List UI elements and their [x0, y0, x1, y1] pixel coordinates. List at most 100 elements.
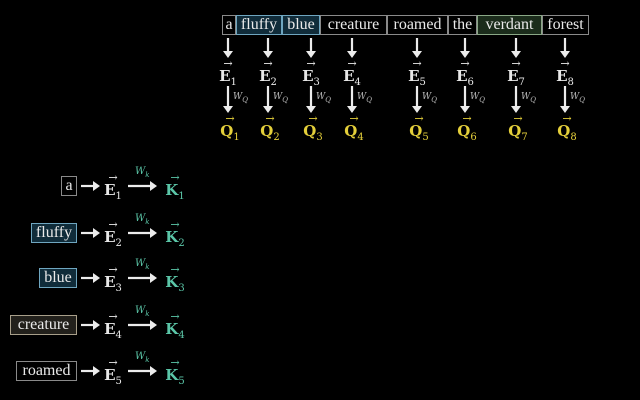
token-to-embedding-arrow: [412, 38, 422, 58]
embedding-vector-2: →E2: [255, 57, 281, 91]
key-weight-label: Wk: [135, 213, 150, 226]
vector-symbol: Q: [557, 122, 571, 140]
vector-symbol: Q: [508, 122, 522, 140]
key-vector-1: →K1: [162, 172, 188, 205]
vector-symbol: E: [104, 273, 116, 291]
vector-symbol: Q: [260, 122, 274, 140]
embedding-to-query-arrow: [306, 86, 316, 113]
vector-subscript: 1: [233, 132, 240, 143]
vector-subscript: 2: [273, 132, 280, 143]
token-a: a: [222, 15, 236, 35]
query-weight-label: WQ: [316, 92, 332, 104]
vector-symbol: E: [556, 67, 568, 85]
vector-symbol: Q: [457, 122, 471, 140]
left-embedding-vector-1: →E1: [100, 172, 126, 205]
token-to-embedding-arrow: [560, 38, 570, 58]
embedding-to-query-arrow: [511, 86, 521, 113]
vector-symbol: K: [165, 273, 179, 291]
vector-subscript: 1: [115, 191, 122, 202]
vector-arrow-accent: →: [170, 218, 180, 231]
embedding-vector-5: →E5: [404, 58, 430, 91]
token-to-embedding-arrow: [347, 38, 357, 58]
token-to-embedding-arrow: [263, 38, 273, 58]
vector-subscript: 7: [521, 132, 528, 143]
embedding-vector-3: →E3: [298, 58, 324, 91]
vector-subscript: 2: [178, 238, 185, 249]
left-embedding-vector-5: →E5: [100, 356, 126, 390]
embedding-vector-1: →E1: [215, 58, 241, 91]
vector-symbol: K: [165, 366, 179, 384]
token-to-embedding-arrow: [81, 366, 100, 376]
vector-symbol: E: [104, 228, 116, 246]
vector-arrow-accent: →: [265, 112, 275, 125]
key-vector-5: →K5: [162, 356, 188, 390]
token-verdant: verdant: [477, 15, 542, 35]
vector-symbol: E: [507, 67, 519, 85]
key-weight-label: Wk: [135, 305, 150, 318]
embedding-to-key-arrow: [128, 366, 157, 376]
embedding-to-query-arrow: [560, 86, 570, 113]
vector-subscript: 5: [178, 376, 185, 387]
token-to-embedding-arrow: [81, 181, 100, 191]
vector-symbol: E: [456, 67, 468, 85]
token-the: the: [448, 15, 477, 35]
token-to-embedding-arrow: [511, 38, 521, 58]
vector-subscript: 1: [178, 191, 185, 202]
vector-subscript: 4: [178, 330, 185, 341]
token-to-embedding-arrow: [306, 38, 316, 58]
token-creature: creature: [320, 15, 387, 35]
embedding-to-query-arrow: [263, 86, 273, 113]
vector-symbol: Q: [220, 122, 234, 140]
query-vector-4: →Q4: [341, 113, 367, 146]
query-weight-label: WQ: [470, 92, 486, 104]
embedding-to-query-arrow: [412, 86, 422, 113]
embedding-to-query-arrow: [460, 86, 470, 113]
vector-arrow-accent: →: [562, 112, 572, 125]
embedding-to-key-arrow: [128, 228, 157, 238]
vector-symbol: Q: [303, 122, 317, 140]
token-forest: forest: [542, 15, 589, 35]
query-weight-label: WQ: [357, 92, 373, 104]
vector-symbol: E: [302, 67, 314, 85]
embedding-to-key-arrow: [128, 320, 157, 330]
vector-symbol: Q: [344, 122, 358, 140]
query-vector-7: →Q7: [505, 113, 531, 146]
left-token-creature: creature: [10, 315, 77, 335]
query-weight-label: WQ: [521, 92, 537, 104]
token-to-embedding-arrow: [81, 273, 100, 283]
query-weight-label: WQ: [570, 92, 586, 104]
vector-subscript: 2: [115, 238, 122, 249]
left-embedding-vector-2: →E2: [100, 219, 126, 252]
token-blue: blue: [282, 15, 320, 35]
vector-subscript: 8: [570, 132, 577, 143]
vector-subscript: 3: [313, 77, 320, 88]
vector-arrow-accent: →: [462, 112, 472, 125]
query-vector-5: →Q5: [406, 112, 432, 146]
vector-arrow-accent: →: [108, 310, 118, 323]
vector-arrow-accent: →: [108, 356, 118, 369]
query-vector-2: →Q2: [257, 112, 283, 146]
query-vector-1: →Q1: [217, 113, 243, 146]
vector-subscript: 7: [518, 77, 525, 88]
vector-symbol: K: [165, 320, 179, 338]
key-weight-label: Wk: [135, 351, 150, 364]
vector-arrow-accent: →: [263, 57, 273, 70]
query-vector-6: →Q6: [454, 112, 480, 146]
vector-arrow-accent: →: [108, 263, 118, 276]
token-roamed: roamed: [387, 15, 448, 35]
vector-arrow-accent: →: [414, 112, 424, 125]
query-weight-label: WQ: [233, 92, 249, 104]
vector-symbol: K: [165, 181, 179, 199]
vector-symbol: E: [219, 67, 231, 85]
embedding-to-query-arrow: [347, 86, 357, 113]
vector-subscript: 3: [115, 283, 122, 294]
key-vector-4: →K4: [162, 311, 188, 344]
vector-arrow-accent: →: [170, 356, 180, 369]
vector-symbol: E: [104, 320, 116, 338]
vector-symbol: Q: [409, 122, 423, 140]
vector-subscript: 6: [470, 132, 477, 143]
embedding-vector-4: →E4: [339, 58, 365, 91]
vector-symbol: E: [408, 67, 420, 85]
token-to-embedding-arrow: [223, 38, 233, 58]
